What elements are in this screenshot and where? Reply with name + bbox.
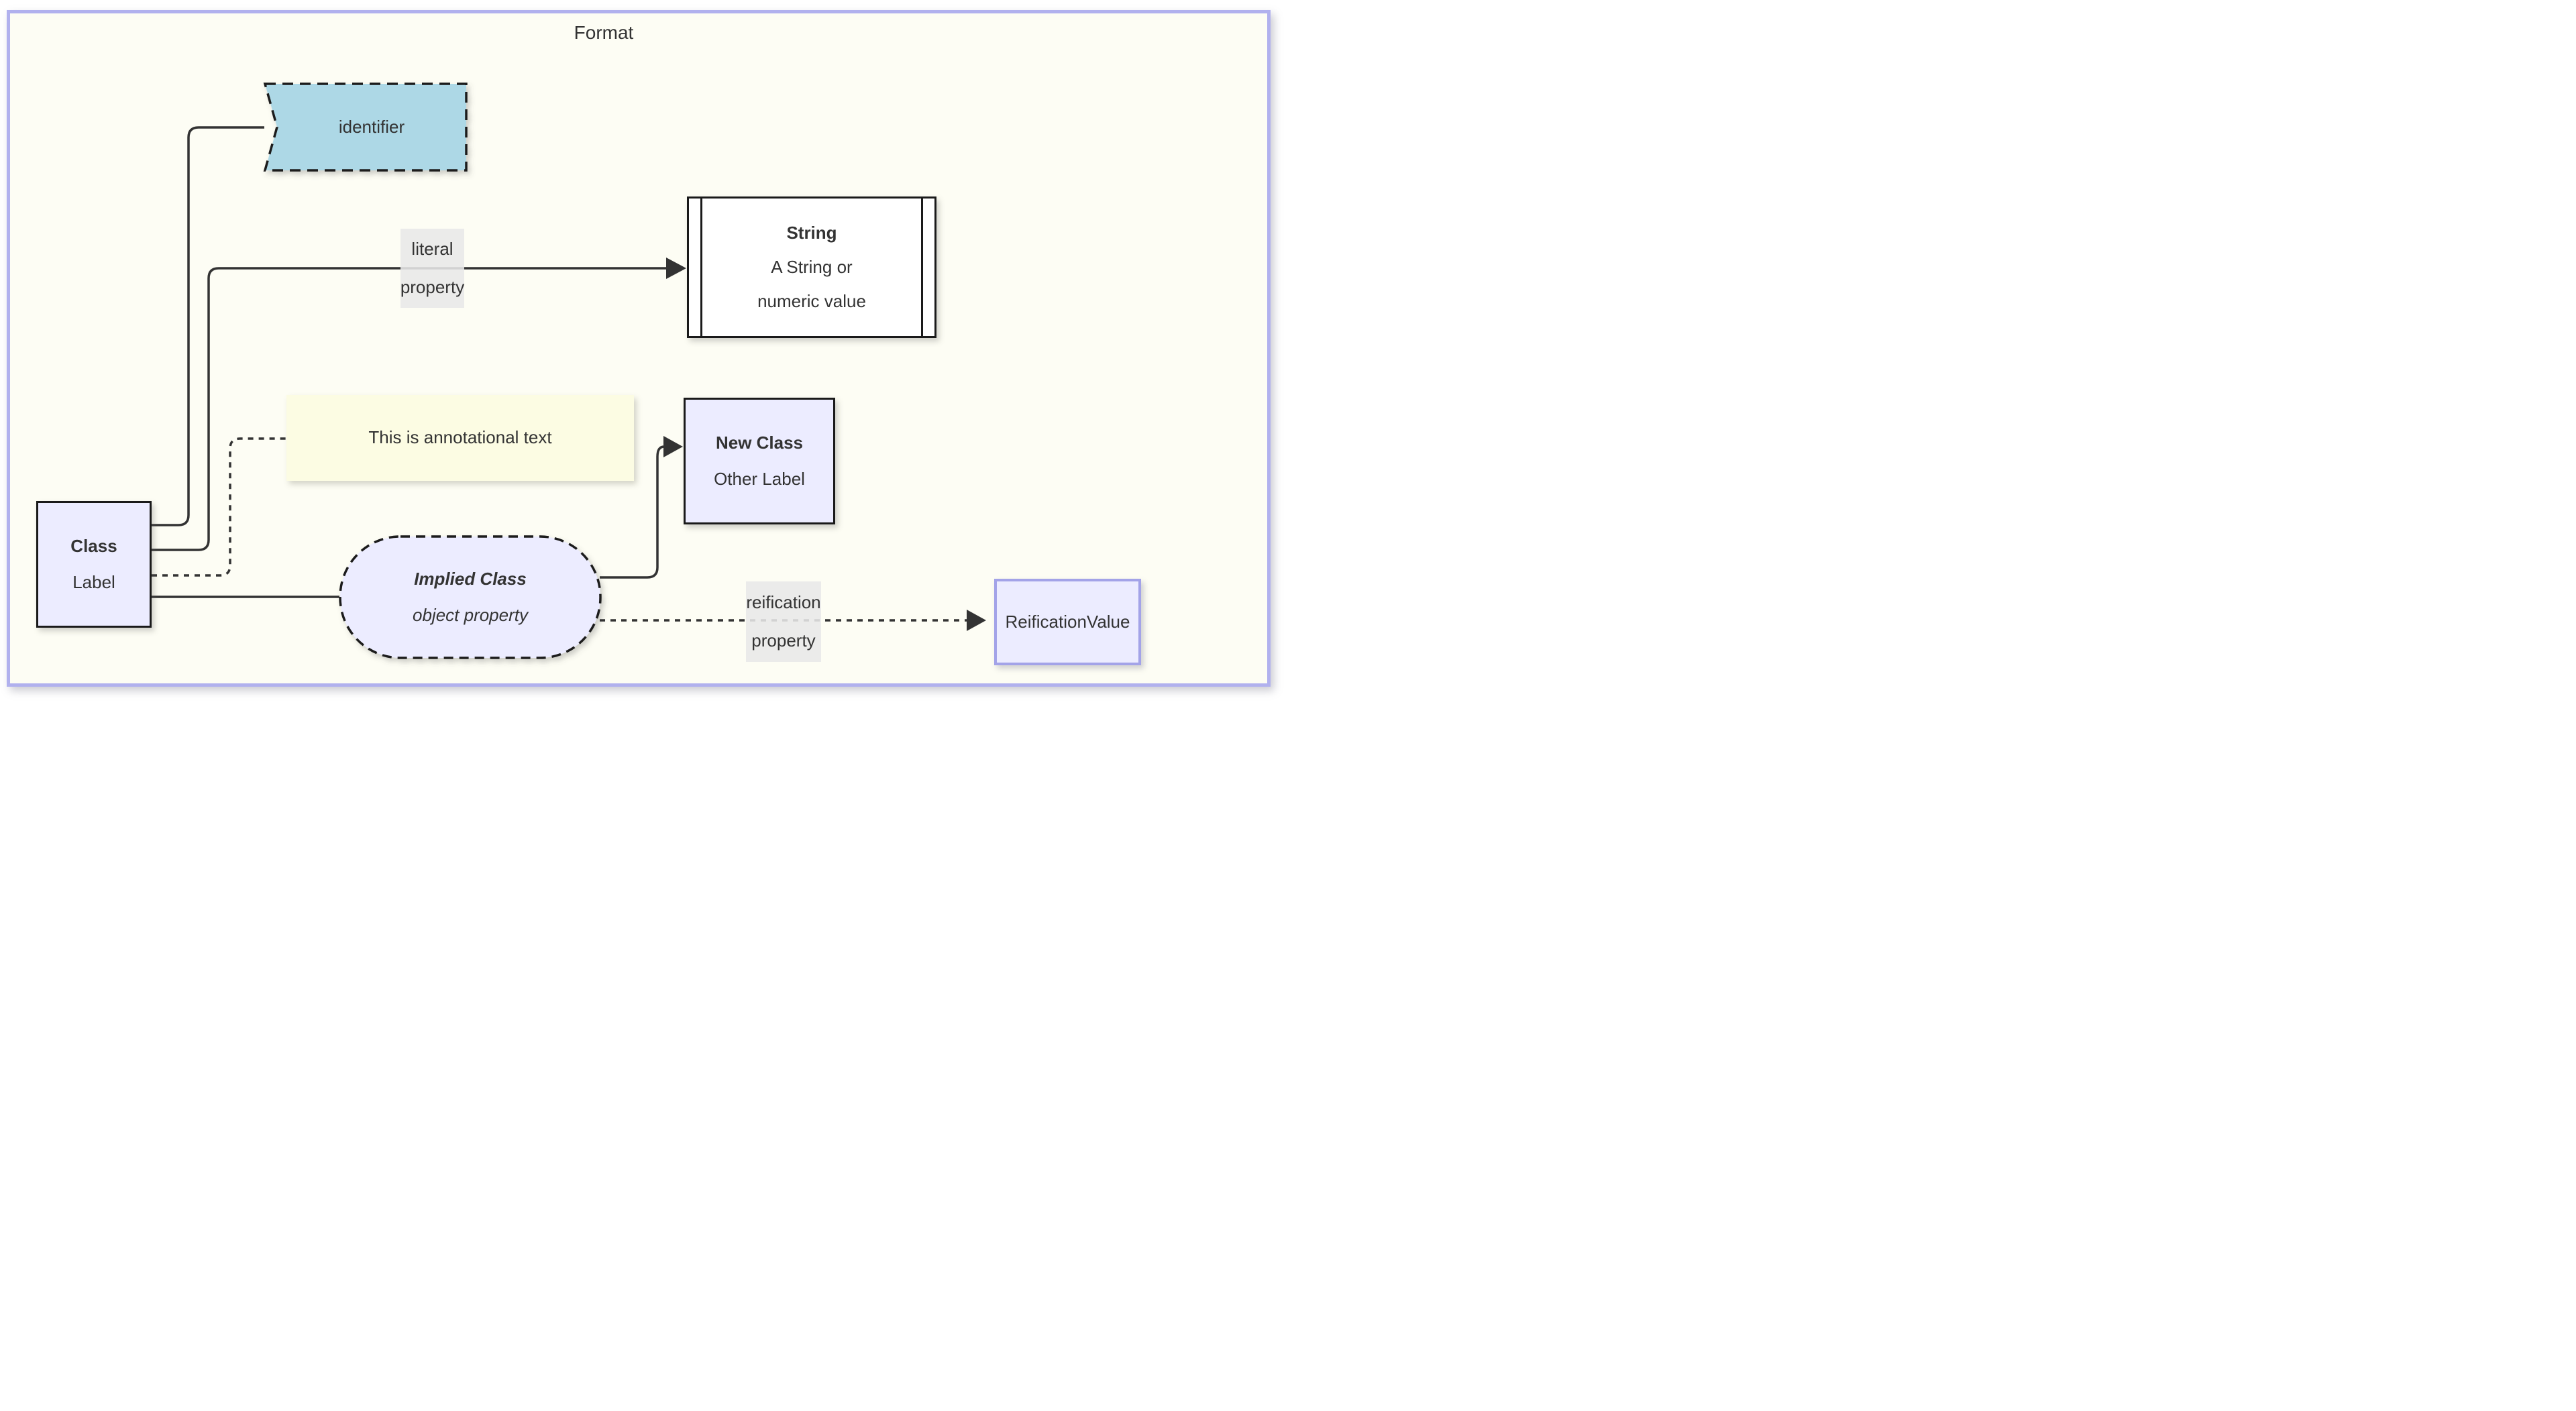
- edge-label-literal-line2: property: [400, 277, 465, 297]
- format-subgraph-frame: [7, 10, 1271, 687]
- node-identifier: identifier: [277, 84, 466, 170]
- identifier-shape: [263, 82, 468, 172]
- edge-class-identifier: [152, 126, 264, 526]
- edge-label-literal-line1: literal: [411, 238, 453, 259]
- node-implied-class-subtitle: object property: [413, 604, 528, 625]
- edge-label-reification-line1: reification: [746, 591, 821, 612]
- subroutine-side-bars: [700, 198, 923, 337]
- node-reification-value: ReificationValue: [994, 579, 1141, 665]
- arrowhead-string: [666, 258, 686, 279]
- edge-label-reification-property: reification property: [746, 581, 821, 662]
- node-annotation-note: This is annotational text: [286, 395, 634, 481]
- node-class-title: Class: [70, 536, 117, 557]
- arrowhead-reification-value: [967, 610, 986, 631]
- node-identifier-label: identifier: [338, 116, 405, 137]
- edge-label-literal-property: literal property: [400, 229, 464, 308]
- node-string-desc-line1: A String or: [771, 257, 853, 278]
- node-new-class-subtitle: Other Label: [714, 468, 805, 489]
- edge-class-string: [152, 267, 667, 551]
- node-new-class: New Class Other Label: [684, 398, 835, 524]
- implied-class-shape: [339, 535, 602, 659]
- node-class-subtitle: Label: [72, 571, 115, 592]
- node-implied-class-title: Implied Class: [414, 569, 527, 589]
- node-string-title: String: [786, 223, 837, 243]
- annotation-note-text: This is annotational text: [368, 427, 552, 448]
- edge-label-reification-line2: property: [751, 630, 816, 651]
- arrowhead-new-class: [663, 436, 683, 457]
- node-new-class-title: New Class: [715, 433, 804, 453]
- edge-implied-newclass: [600, 445, 665, 579]
- edge-class-note: [152, 437, 286, 577]
- node-string-desc-line2: numeric value: [757, 290, 866, 311]
- node-string: String A String or numeric value: [687, 196, 936, 338]
- mermaid-flowchart: Format Class Label identifie: [0, 0, 1288, 706]
- node-class: Class Label: [36, 501, 152, 628]
- diagram-title: Format: [574, 22, 634, 43]
- edge-layer: [152, 82, 986, 659]
- node-reification-value-label: ReificationValue: [1005, 611, 1130, 632]
- node-implied-class: Implied Class object property: [340, 537, 600, 658]
